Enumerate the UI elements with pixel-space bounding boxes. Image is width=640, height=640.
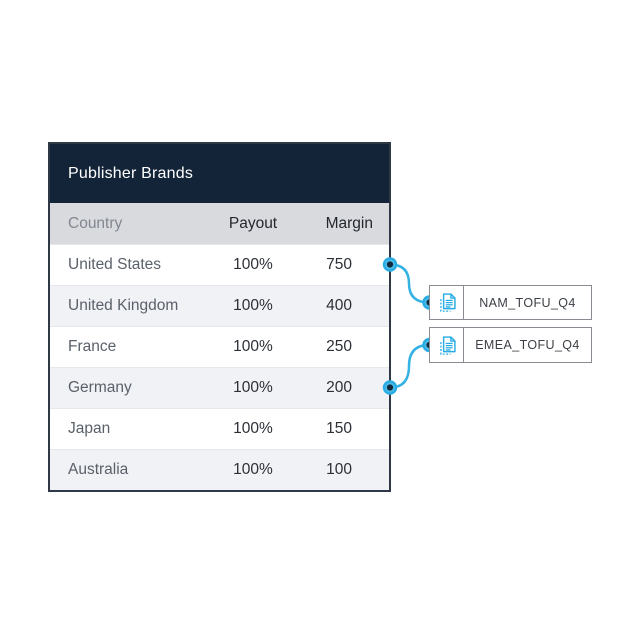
column-header-payout: Payout (228, 214, 278, 232)
column-header-country: Country (68, 214, 123, 232)
connector-line-us-to-nam (388, 263, 431, 304)
table-row: Australia 100% 100 (50, 449, 389, 490)
dataset-tag-label: EMEA_TOFU_Q4 (475, 338, 580, 352)
document-icon (430, 328, 464, 362)
cell-payout: 100% (233, 297, 273, 314)
publisher-brands-table: Publisher Brands Country Payout Margin U… (48, 142, 391, 492)
connector-dot-us-row[interactable] (382, 257, 398, 272)
cell-country: Japan (68, 420, 111, 437)
cell-country: United Kingdom (68, 297, 179, 314)
cell-margin: 400 (326, 297, 352, 314)
document-icon (430, 286, 464, 319)
cell-payout: 100% (233, 338, 273, 355)
table-row: Japan 100% 150 (50, 408, 389, 449)
column-header-margin: Margin (325, 214, 373, 232)
table-row: United Kingdom 100% 400 (50, 285, 389, 326)
cell-margin: 150 (326, 420, 352, 437)
cell-margin: 750 (326, 256, 352, 273)
connector-dot-germany-row[interactable] (382, 380, 398, 395)
cell-margin: 250 (326, 338, 352, 355)
cell-payout: 100% (233, 461, 273, 478)
cell-country: Germany (68, 379, 132, 396)
cell-margin: 100 (326, 461, 352, 478)
table-header-row: Country Payout Margin (50, 203, 389, 244)
cell-country: Australia (68, 461, 129, 478)
table-row: United States 100% 750 (50, 244, 389, 285)
cell-payout: 100% (233, 420, 273, 437)
cell-country: United States (68, 256, 162, 273)
cell-country: France (68, 338, 117, 355)
table-row: Germany 100% 200 (50, 367, 389, 408)
cell-payout: 100% (233, 256, 273, 273)
cell-margin: 200 (326, 379, 352, 396)
cell-payout: 100% (233, 379, 273, 396)
connector-line-germany-to-emea (388, 343, 431, 389)
table-title: Publisher Brands (50, 144, 389, 203)
dataset-tag-nam[interactable]: NAM_TOFU_Q4 (429, 285, 592, 320)
dataset-tag-label: NAM_TOFU_Q4 (479, 295, 576, 310)
dataset-tag-emea[interactable]: EMEA_TOFU_Q4 (429, 327, 592, 363)
table-row: France 100% 250 (50, 326, 389, 367)
